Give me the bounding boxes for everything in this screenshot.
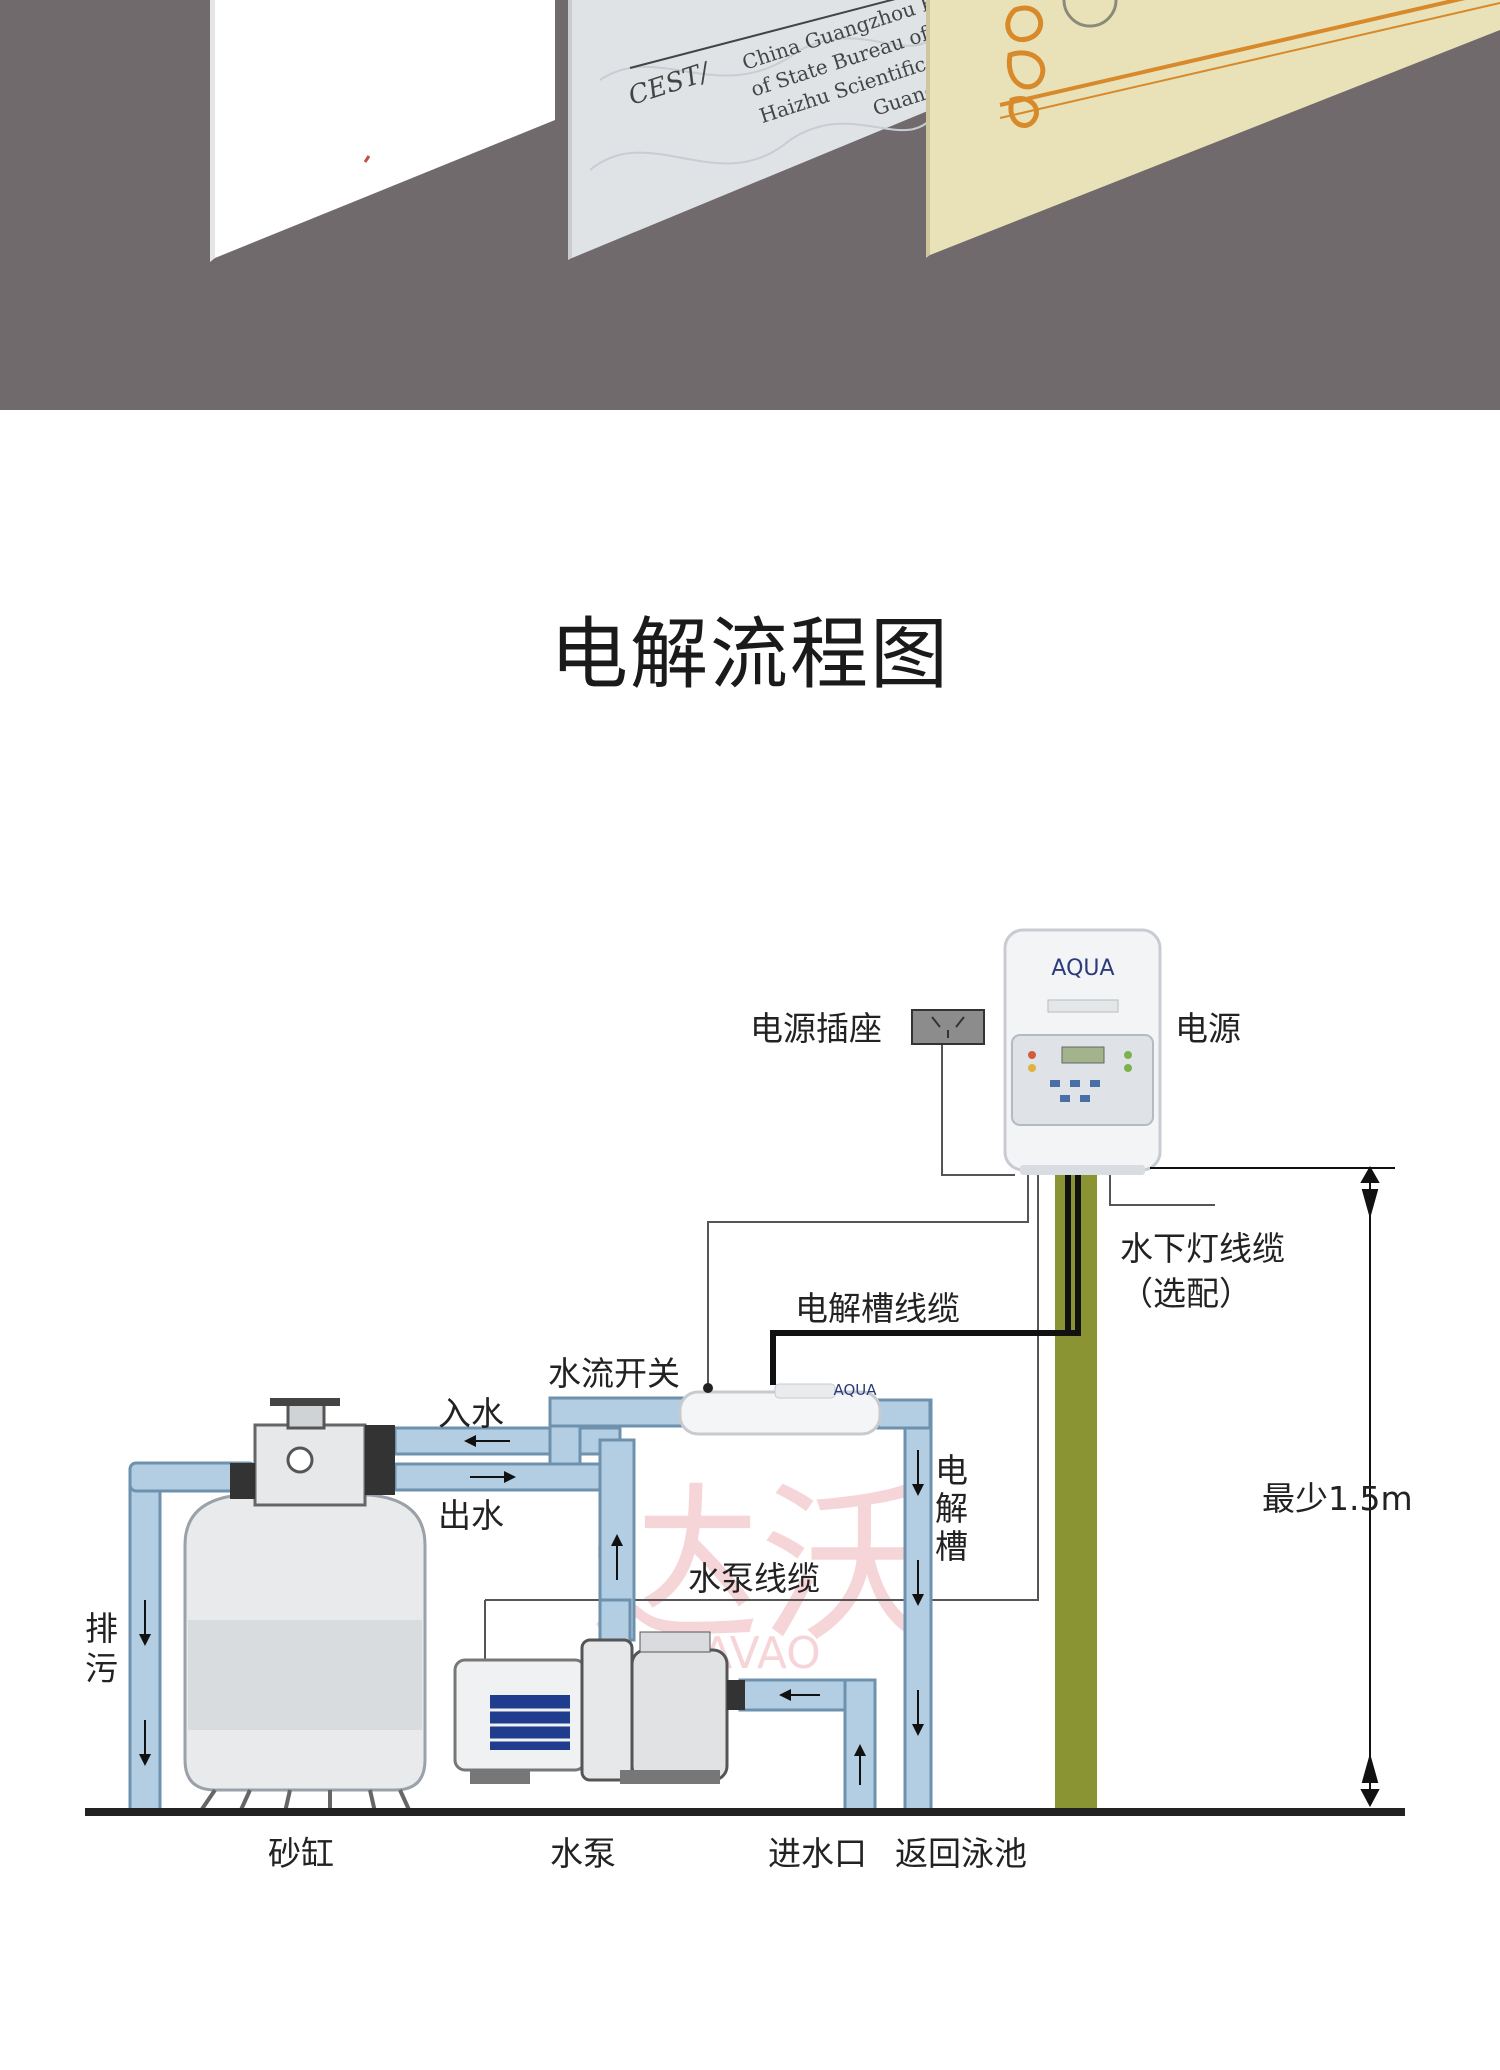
label-drain-1: 排 (85, 1609, 118, 1648)
electrolysis-cell-cable (770, 1160, 1081, 1385)
cell-brand: AQUA (833, 1381, 877, 1399)
label-sand-tank: 砂缸 (268, 1834, 334, 1873)
label-underwater-light-cable: 水下灯线缆 (1120, 1229, 1285, 1268)
label-pump-cable: 水泵线缆 (688, 1559, 820, 1598)
lcd-display (1061, 1046, 1105, 1064)
label-min-height: 最少1.5m (1262, 1479, 1413, 1518)
certificate-middle: CEST/ China Guangzhou Elec of State Bure… (568, 0, 971, 260)
ground-line (85, 1808, 1405, 1816)
electrolysis-flow-diagram: 达沃 DAVAO 电源插座 AQUA (85, 928, 1413, 1873)
ornament-icon (1005, 5, 1046, 128)
page-title: 电解流程图 (549, 610, 950, 700)
certificate-right-gold (926, 0, 1500, 258)
label-drain-2: 污 (85, 1649, 118, 1688)
flow-arrows (139, 1435, 924, 1785)
label-cell-1: 电 (935, 1451, 968, 1490)
flow-switch-icon (703, 1383, 713, 1393)
label-inlet: 进水口 (768, 1834, 867, 1873)
label-water-out: 出水 (438, 1496, 504, 1535)
label-pump: 水泵 (550, 1834, 616, 1873)
label-cell-2: 解 (935, 1489, 968, 1528)
water-pump (453, 1631, 745, 1784)
label-power-supply: 电源 (1175, 1009, 1241, 1048)
label-optional: （选配） (1120, 1274, 1252, 1313)
sand-filter-tank (183, 1398, 427, 1814)
label-cell-3: 槽 (935, 1527, 968, 1566)
white-certificate-sheet (215, 0, 555, 258)
label-power-socket: 电源插座 (750, 1009, 882, 1048)
label-flow-switch: 水流开关 (548, 1354, 680, 1393)
power-socket (911, 1009, 985, 1045)
label-water-in: 入水 (438, 1394, 504, 1433)
label-cell-cable: 电解槽线缆 (795, 1289, 960, 1328)
control-unit-brand: AQUA (1051, 956, 1114, 981)
certificate-banner: CEST/ China Guangzhou Elec of State Bure… (0, 0, 1500, 410)
emblem-icon (1062, 0, 1118, 28)
aqua-control-unit: AQUA (1003, 928, 1162, 1175)
label-return-pool: 返回泳池 (895, 1834, 1027, 1873)
electrolysis-cell: AQUA (678, 1381, 882, 1436)
height-dimension (1150, 1165, 1395, 1808)
